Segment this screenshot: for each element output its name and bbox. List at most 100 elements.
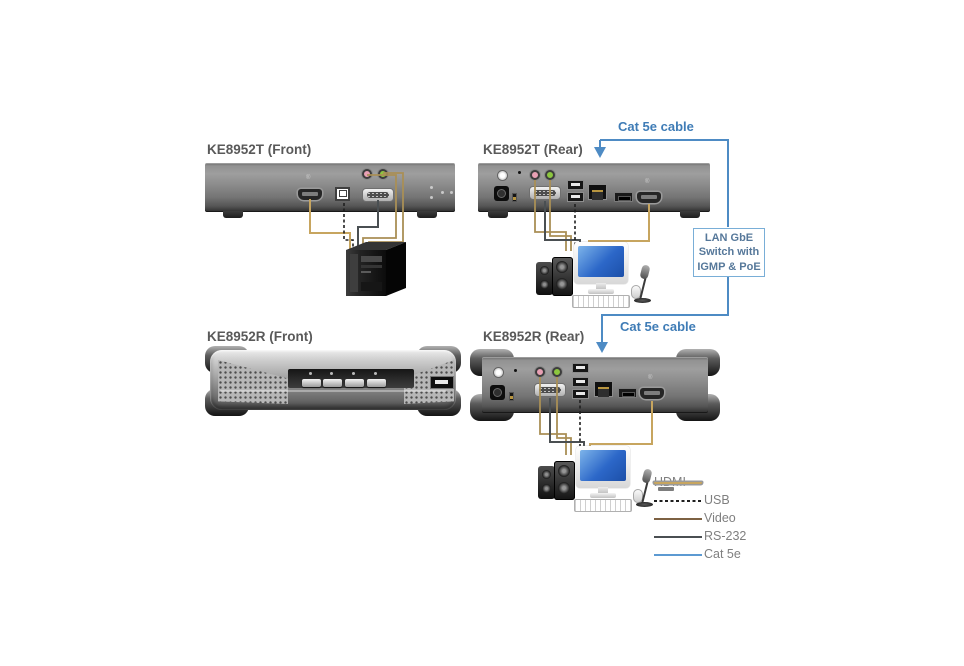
audio-mic-jack — [362, 169, 372, 179]
audio-speaker-jack — [552, 367, 562, 377]
monitor-base — [588, 289, 614, 294]
monitor-stand — [598, 487, 608, 494]
microphone-base — [636, 502, 653, 507]
monitor-icon — [576, 446, 630, 488]
mode-switch — [509, 392, 514, 401]
recessed-button — [514, 369, 517, 372]
usb-port — [567, 192, 584, 202]
monitor-base — [590, 493, 616, 498]
legend: HDMI USB Video RS-232 Cat 5e — [654, 476, 746, 561]
status-led — [352, 372, 355, 375]
usb-port — [572, 377, 589, 387]
status-led — [309, 372, 312, 375]
receiver-rear-unit: ® — [470, 349, 720, 421]
transmitter-front-label: KE8952T (Front) — [207, 142, 312, 157]
microphone-base — [634, 298, 651, 303]
speaker-icon — [552, 257, 573, 296]
hdmi-port — [637, 192, 661, 203]
panel-button — [345, 379, 364, 387]
rack-foot — [680, 211, 700, 218]
legend-row-hdmi: HDMI — [654, 476, 746, 491]
status-led — [430, 196, 433, 199]
reset-button — [498, 171, 507, 180]
transmitter-front-panel: ® — [205, 163, 455, 218]
receiver-rear-panel: ® — [482, 357, 708, 413]
rack-foot — [488, 211, 508, 218]
receiver-front-unit — [205, 346, 461, 416]
legend-label: Video — [704, 511, 736, 525]
legend-row-cat5e: Cat 5e — [654, 548, 746, 561]
audio-speaker-jack — [378, 169, 388, 179]
status-led — [441, 191, 444, 194]
front-usb-port — [430, 376, 454, 389]
monitor-icon — [574, 242, 628, 284]
status-led — [374, 372, 377, 375]
microphone-icon — [639, 264, 651, 280]
monitor-screen — [580, 450, 626, 481]
vent-grille — [218, 360, 288, 404]
keyboard-icon — [574, 499, 632, 512]
rs232-db9-port — [362, 188, 394, 202]
transmitter-rear-label: KE8952T (Rear) — [483, 142, 583, 157]
lan-switch-line2: Switch with — [698, 246, 760, 259]
mode-switch — [512, 193, 517, 202]
chassis-seam — [220, 390, 446, 392]
status-led — [450, 191, 453, 194]
legend-label: USB — [704, 493, 730, 507]
speaker-icon — [554, 461, 575, 500]
usb-port — [572, 389, 589, 399]
cat5e-cable-label-bottom: Cat 5e cable — [620, 319, 696, 334]
panel-button — [323, 379, 342, 387]
lan-switch-line3: IGMP & PoE — [697, 260, 761, 273]
pc-tower — [340, 238, 422, 300]
legend-label: Cat 5e — [704, 547, 741, 561]
lan-rj45-port — [594, 381, 613, 397]
legend-label: RS-232 — [704, 529, 747, 543]
rack-foot — [417, 211, 437, 218]
rs232-db9-port — [534, 383, 566, 397]
receiver-front-body — [210, 350, 456, 410]
audio-mic-jack — [530, 170, 540, 180]
keyboard-icon — [572, 295, 630, 308]
recessed-button — [518, 171, 521, 174]
panel-button — [302, 379, 321, 387]
power-jack — [494, 186, 509, 201]
status-led — [430, 186, 433, 189]
usb-type-b-port — [335, 187, 350, 201]
registered-mark-icon: ® — [645, 179, 650, 185]
microphone-icon — [641, 468, 653, 484]
transmitter-rear-panel: ® — [478, 163, 710, 218]
legend-row-rs232: RS-232 — [654, 530, 746, 543]
lan-switch-box: LAN GbE Switch with IGMP & PoE — [693, 228, 765, 277]
arrow-down-icon — [594, 147, 606, 158]
rs232-db9-port — [529, 186, 561, 200]
power-jack — [490, 385, 505, 400]
sfp-port — [614, 192, 633, 202]
rs232-line-swatch — [654, 535, 702, 538]
pc-tower-graphic — [346, 242, 406, 296]
audio-speaker-jack — [545, 170, 555, 180]
speaker-icon — [538, 466, 555, 499]
monitor-screen — [578, 246, 624, 277]
panel-button — [367, 379, 386, 387]
video-line-swatch — [654, 517, 702, 520]
lan-switch-line1: LAN GbE — [704, 232, 754, 245]
audio-mic-jack — [535, 367, 545, 377]
receiver-rear-label: KE8952R (Rear) — [483, 329, 585, 344]
registered-mark-icon: ® — [306, 175, 311, 181]
registered-mark-icon: ® — [648, 375, 653, 381]
reset-button — [494, 368, 503, 377]
receiver-front-label: KE8952R (Front) — [207, 329, 313, 344]
rack-foot — [223, 211, 243, 218]
legend-row-video: Video — [654, 512, 746, 525]
cat5e-line-swatch — [654, 553, 702, 556]
workstation — [538, 442, 656, 512]
hdmi-port — [298, 189, 322, 200]
sfp-port — [618, 388, 637, 398]
speaker-icon — [536, 262, 553, 295]
usb-port — [567, 180, 584, 190]
hdmi-port — [640, 388, 664, 399]
hdmi-line-swatch — [654, 481, 702, 491]
usb-line-swatch — [654, 499, 702, 502]
